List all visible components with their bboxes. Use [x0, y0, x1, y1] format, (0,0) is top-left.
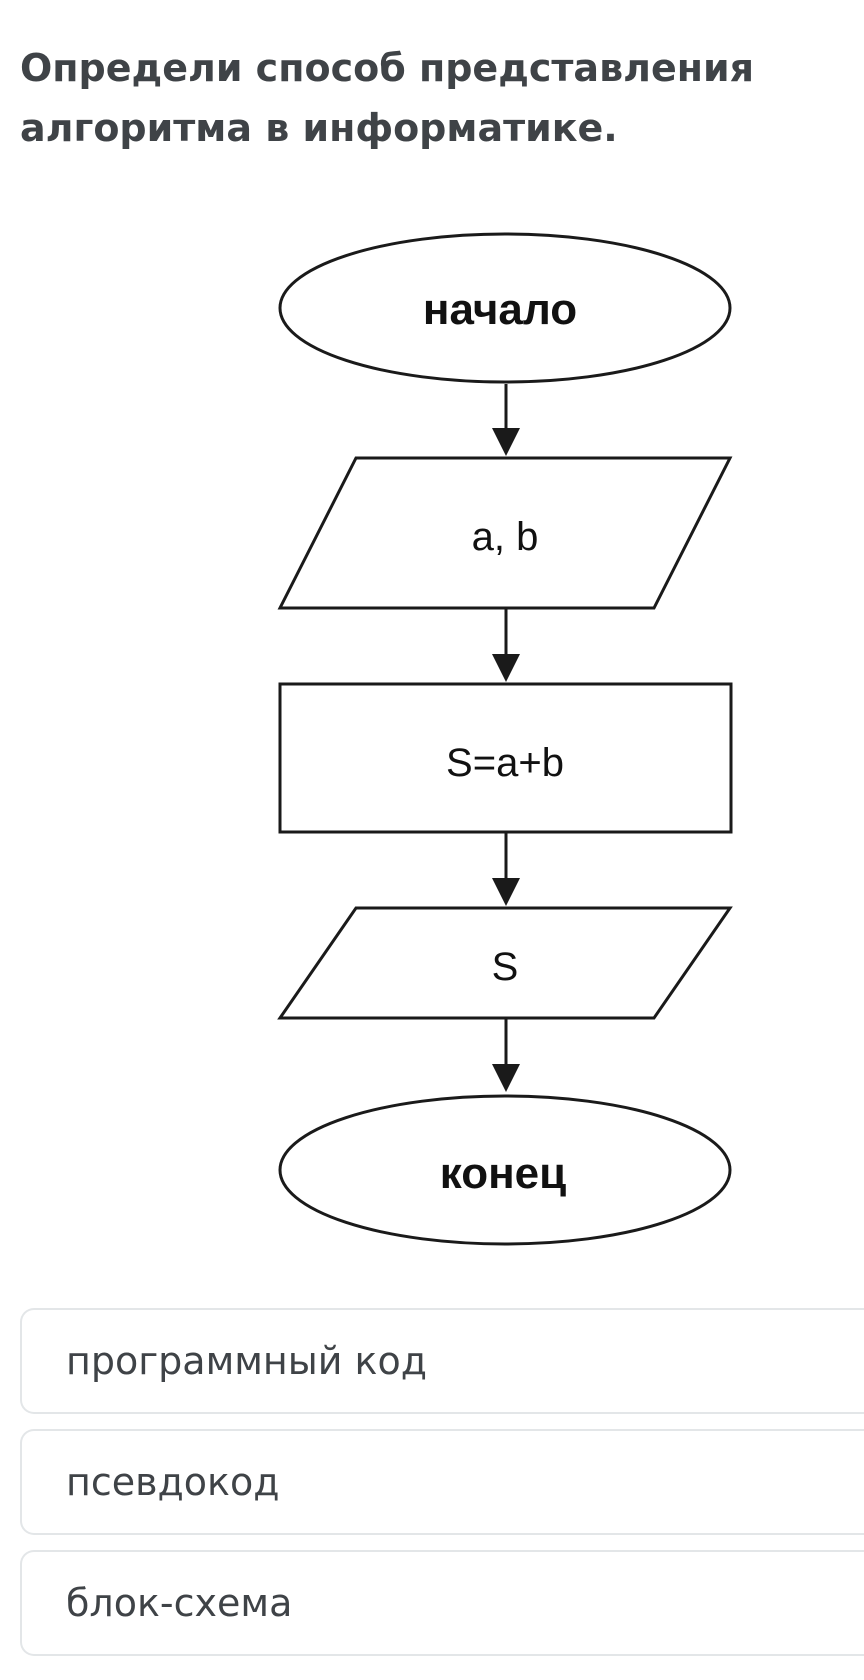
answer-option-label: программный код	[66, 1339, 428, 1383]
flowchart-node-output-label: S	[492, 945, 519, 989]
answer-option-label: псевдокод	[66, 1460, 280, 1504]
answer-options: программный код псевдокод блок-схема	[20, 1308, 864, 1671]
answer-option-pseudocode[interactable]: псевдокод	[20, 1429, 864, 1535]
flowchart-edge-process-output	[492, 833, 520, 906]
answer-option-flowchart[interactable]: блок-схема	[20, 1550, 864, 1656]
flowchart-node-output: S	[277, 906, 733, 1020]
flowchart-node-start: начало	[278, 232, 732, 384]
flowchart-edge-input-process	[492, 609, 520, 682]
flowchart-diagram: начало a, b S=a+b S конец	[277, 232, 733, 1246]
question-text: Определи способ представления алгоритма …	[20, 46, 755, 150]
flowchart-edge-output-end	[492, 1019, 520, 1092]
flowchart-edge-start-input	[492, 384, 520, 456]
flowchart-node-process: S=a+b	[278, 682, 733, 834]
flowchart-node-start-label: начало	[423, 285, 577, 334]
answer-option-label: блок-схема	[66, 1581, 293, 1625]
flowchart-node-input-label: a, b	[472, 515, 539, 559]
flowchart-node-end: конец	[278, 1094, 732, 1246]
flowchart-node-end-label: конец	[440, 1149, 566, 1198]
answer-option-program-code[interactable]: программный код	[20, 1308, 864, 1414]
flowchart-node-input: a, b	[277, 456, 733, 610]
flowchart-node-process-label: S=a+b	[446, 741, 564, 785]
